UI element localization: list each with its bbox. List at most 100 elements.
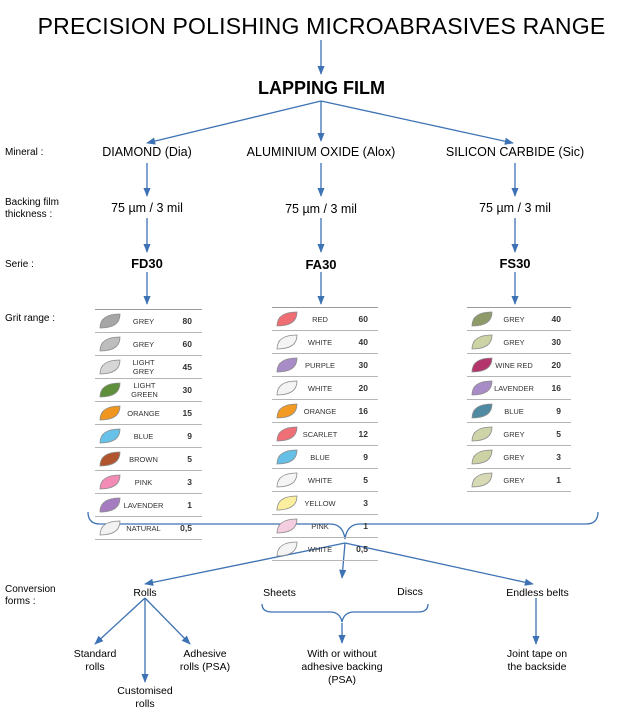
grit-color-name: GREY [503,314,525,324]
product-title: LAPPING FILM [258,78,385,98]
grit-row: WHITE 40 [272,331,378,354]
grit-row: RED 60 [272,308,378,331]
grit-value: 5 [363,475,368,485]
mineral-alox: ALUMINIUM OXIDE (Alox) [246,145,396,159]
color-swatch-icon [276,334,298,350]
grit-color-name: GREY [503,429,525,439]
grit-row: GREY 3 [467,446,571,469]
grit-value: 0,5 [356,544,368,554]
grit-value: 30 [182,385,192,395]
arrow-rolls-to-adhesive [144,597,191,645]
color-swatch-icon [276,495,298,511]
color-swatch-icon [276,518,298,534]
grit-row: PINK 3 [95,471,202,494]
conv-discs: Discs [397,586,423,598]
grit-color-name: GREY [132,316,155,326]
adhesive-rolls: Adhesive rolls (PSA) [165,648,245,674]
grit-row: GREY 80 [95,310,202,333]
adhesive-rolls-line1: Adhesive [183,648,227,660]
color-swatch-icon [276,426,298,442]
grit-color-name: GREY [503,337,525,347]
backing-diamond: 75 µm / 3 mil [111,201,183,215]
grit-value: 3 [187,477,192,487]
color-swatch-icon [99,497,121,513]
grit-value: 60 [182,339,192,349]
main-title: PRECISION POLISHING MICROABRASIVES RANGE [37,13,606,39]
color-swatch-icon [99,474,121,490]
standard-rolls-line1: Standard [73,648,117,660]
serie-fa30: FA30 [305,257,337,272]
grit-row: ORANGE 16 [272,400,378,423]
grit-value: 15 [182,408,192,418]
label-grit: Grit range : [5,313,56,324]
grit-value: 9 [363,452,368,462]
grit-color-name: PINK [134,477,153,487]
grit-color-name: ORANGE [303,406,337,416]
arrow-brace-to-rolls [144,542,346,586]
label-conversion-1: Conversion [5,584,56,595]
grit-value: 40 [358,337,368,347]
conv-sheets: Sheets [263,587,296,599]
grit-value: 45 [182,362,192,372]
grit-color-name: PURPLE [304,360,335,370]
grit-color-name: BLUE [310,452,330,462]
grit-value: 20 [551,360,561,370]
grit-color-name: GREY [132,339,155,349]
grit-value: 12 [358,429,368,439]
serie-fd30: FD30 [131,256,163,271]
grit-row: BLUE 9 [272,446,378,469]
color-swatch-icon [471,403,493,419]
grit-color-name: WINE RED [495,360,533,370]
grit-color-name: ORANGE [127,408,160,418]
label-backing-2: thickness : [5,209,53,220]
color-swatch-icon [276,403,298,419]
grit-value: 80 [182,316,192,326]
grit-color-name: LIGHT GREY [132,358,155,376]
color-swatch-icon [276,541,298,557]
label-mineral: Mineral : [5,147,44,158]
color-swatch-icon [99,382,121,398]
conv-endless-belts: Endless belts [506,587,569,599]
grit-color-name: WHITE [307,337,333,347]
grit-value: 60 [358,314,368,324]
color-swatch-icon [99,359,121,375]
mineral-diamond: DIAMOND (Dia) [102,145,192,159]
grit-value: 20 [358,383,368,393]
grit-value: 30 [358,360,368,370]
grit-row: LIGHT GREY 45 [95,356,202,379]
grit-value: 9 [187,431,192,441]
mineral-sic: SILICON CARBIDE (Sic) [445,145,585,159]
color-swatch-icon [471,311,493,327]
color-swatch-icon [471,472,493,488]
grit-color-name: NATURAL [126,523,161,533]
grit-value: 3 [556,452,561,462]
arrow-rolls-to-standard [94,597,146,645]
grit-color-name: RED [312,314,328,324]
grit-value: 16 [358,406,368,416]
sheets-discs-note-line3: (PSA) [327,674,356,686]
grit-value: 5 [187,454,192,464]
backing-alox: 75 µm / 3 mil [285,202,357,216]
grit-color-name: LAVENDER [123,500,164,510]
grit-value: 1 [187,500,192,510]
grit-value: 5 [556,429,561,439]
grit-color-name: GREY [503,452,525,462]
sheets-discs-brace [261,603,429,623]
color-swatch-icon [99,336,121,352]
adhesive-rolls-line2: rolls (PSA) [179,661,231,673]
grit-value: 9 [556,406,561,416]
